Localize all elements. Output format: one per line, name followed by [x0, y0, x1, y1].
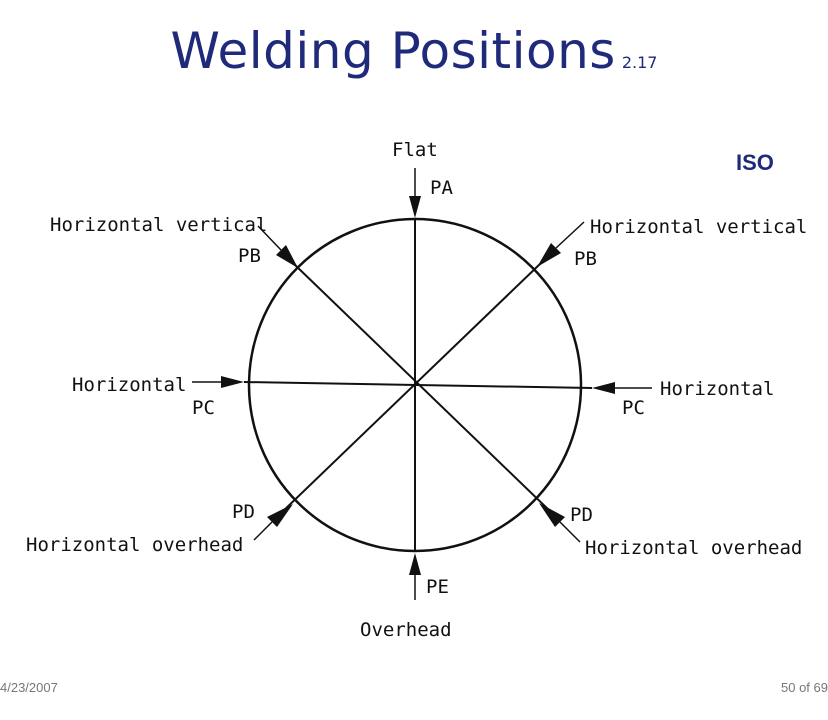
- ho-right-label: Horizontal overhead: [585, 537, 802, 559]
- pe-code: PE: [426, 576, 449, 598]
- overhead-label: Overhead: [360, 619, 452, 641]
- pc-right-arrow-head: [592, 382, 615, 394]
- pb-right-arrow-head: [537, 243, 561, 267]
- diagonal-axis-1: [293, 263, 552, 513]
- pe-arrow-head: [409, 553, 421, 575]
- flat-label: Flat: [392, 139, 438, 161]
- pa-code: PA: [430, 177, 453, 199]
- pd-right-code: PD: [570, 504, 593, 526]
- pd-right-arrow-shaft: [559, 521, 581, 543]
- ho-left-label: Horizontal overhead: [26, 534, 243, 556]
- footer-date: 4/23/2007: [0, 680, 58, 695]
- pb-left-arrow-head: [276, 245, 298, 268]
- title-number: 2.17: [621, 53, 658, 72]
- pd-left-code: PD: [232, 501, 255, 523]
- hv-left-label: Horizontal vertical: [50, 214, 267, 236]
- pb-right-code: PB: [574, 248, 597, 270]
- standard-label: ISO: [736, 150, 774, 175]
- pc-left-arrow-head: [221, 376, 244, 388]
- pd-left-arrow-head: [267, 504, 293, 527]
- hv-right-label: Horizontal vertical: [590, 216, 807, 238]
- pa-arrow-head: [409, 196, 421, 218]
- pd-left-arrow-shaft: [253, 521, 273, 541]
- pb-left-code: PB: [238, 245, 261, 267]
- title-text: Welding Positions: [170, 22, 616, 80]
- h-right-label: Horizontal: [660, 378, 774, 400]
- pb-left-arrow-shaft: [257, 225, 282, 251]
- pb-right-arrow-shaft: [555, 221, 585, 249]
- footer-page-number: 50 of 69: [781, 680, 828, 695]
- diagonal-axis-2: [279, 263, 541, 515]
- h-left-label: Horizontal: [72, 374, 186, 396]
- slide-title: Welding Positions 2.17: [0, 22, 828, 80]
- pc-right-code: PC: [622, 397, 645, 419]
- pd-right-arrow-head: [539, 503, 565, 527]
- pc-left-code: PC: [192, 397, 215, 419]
